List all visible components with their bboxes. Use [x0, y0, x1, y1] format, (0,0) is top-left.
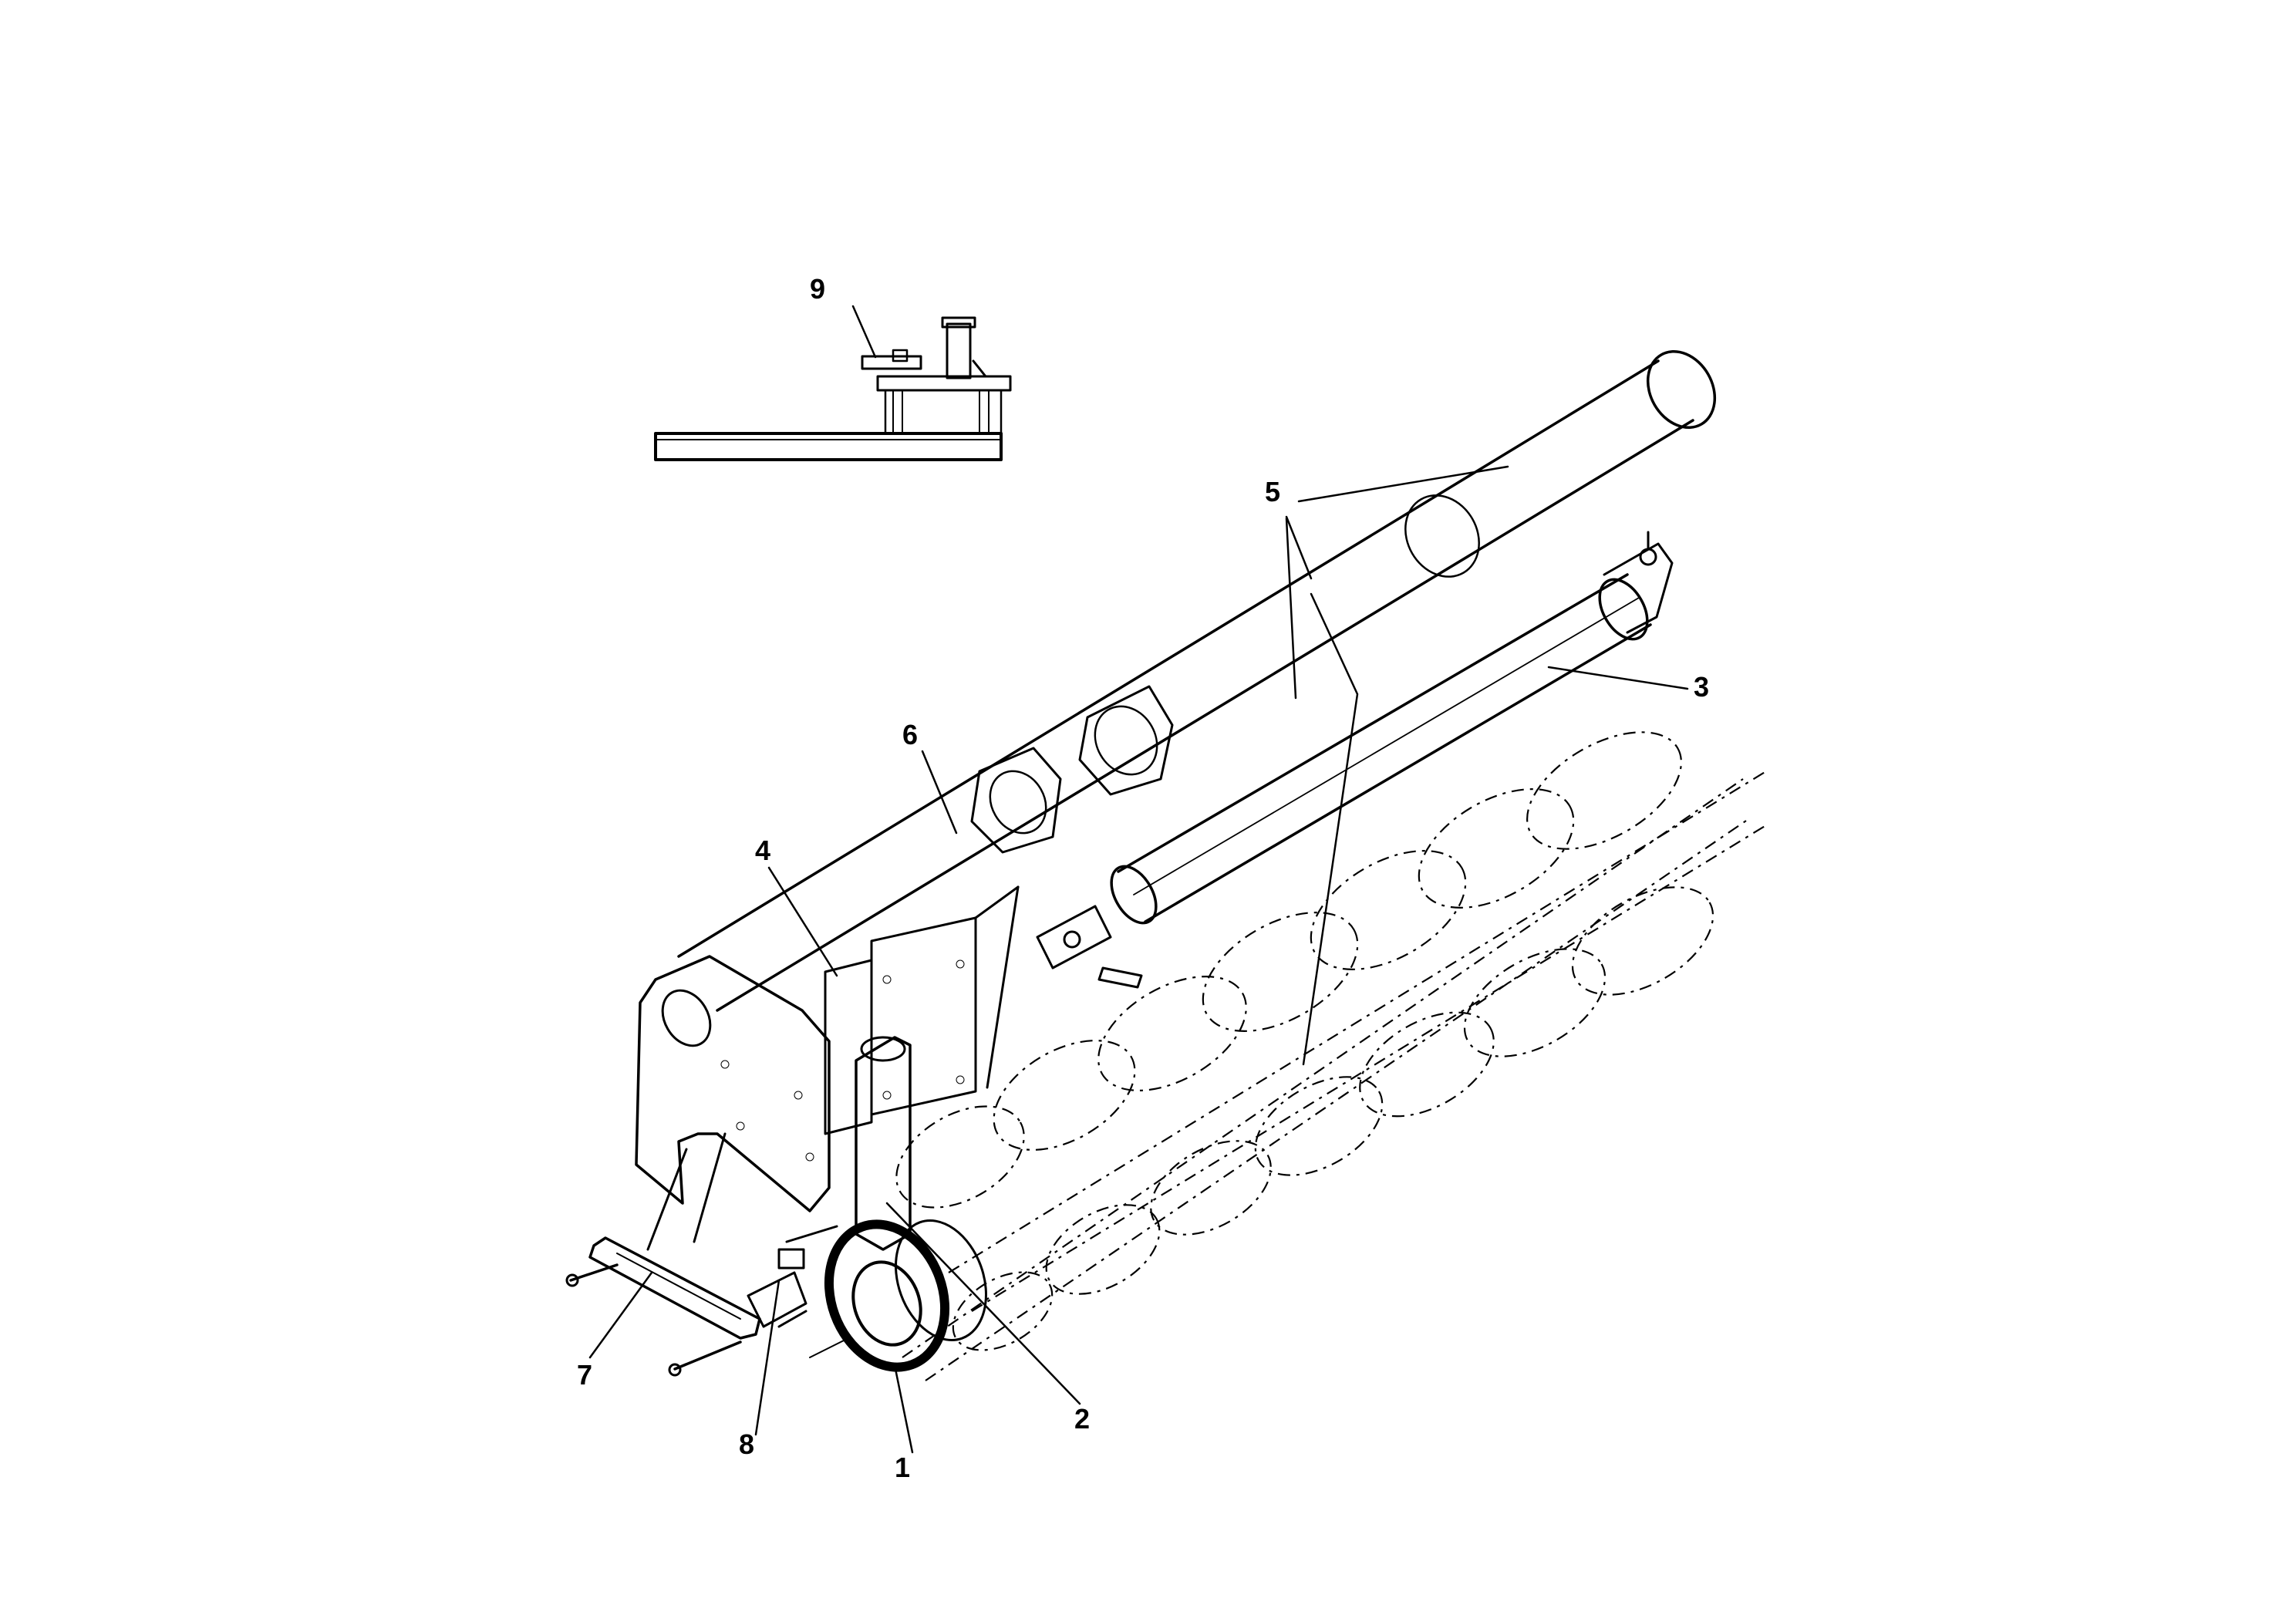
- strap-and-bolts: [565, 1225, 838, 1377]
- callout-labels: 1 2 3 4 5 6 7 8 9: [577, 273, 1709, 1483]
- main-tube-assembly: [677, 349, 1717, 1066]
- callout-9: 9: [810, 273, 825, 305]
- hydraulic-cylinder: [1036, 531, 1674, 989]
- callout-3: 3: [1694, 671, 1709, 703]
- callout-4: 4: [755, 835, 770, 866]
- bearing-drive-assembly: [809, 1036, 987, 1372]
- leader-lines: [588, 305, 1689, 1454]
- callout-5: 5: [1265, 476, 1280, 508]
- callout-2: 2: [1074, 1403, 1090, 1435]
- callout-6: 6: [902, 719, 918, 750]
- auger-phantom-outline: [895, 731, 1767, 1381]
- callout-7: 7: [577, 1359, 592, 1391]
- inset-detail-9: [654, 316, 1012, 461]
- callout-8: 8: [739, 1428, 754, 1460]
- mounting-bracket-plates: [824, 885, 1020, 1135]
- end-side-plate: [635, 955, 831, 1251]
- callout-1: 1: [895, 1452, 910, 1483]
